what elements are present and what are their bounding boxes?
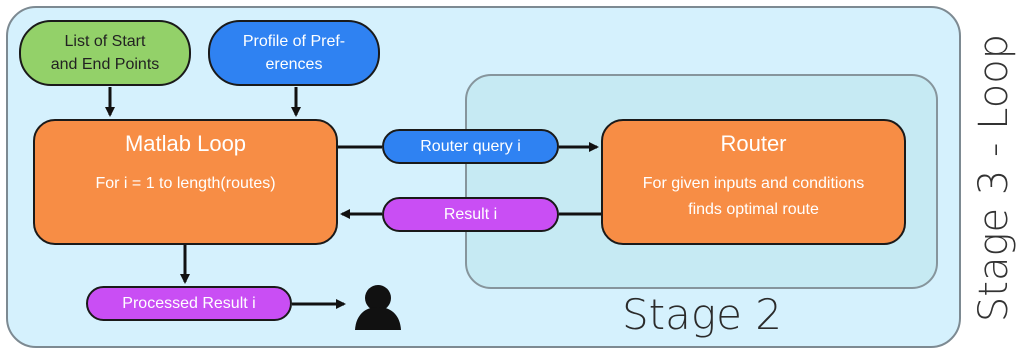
start-end-points-node: List of Start and End Points xyxy=(19,20,191,86)
router-description: For given inputs and conditions finds op… xyxy=(603,171,904,222)
matlab-loop-title: Matlab Loop xyxy=(124,131,247,156)
router-title: Router xyxy=(720,131,787,156)
router-query-message: Router query i xyxy=(382,129,559,164)
preferences-node: Profile of Pref- erences xyxy=(208,20,380,86)
router-node: Router For given inputs and conditions f… xyxy=(601,119,906,245)
result-message: Result i xyxy=(382,197,559,232)
router-desc-line2: finds optimal route xyxy=(688,200,819,218)
router-desc-line1: For given inputs and conditions xyxy=(642,175,865,192)
matlab-loop-node: Matlab Loop For i = 1 to length(routes) xyxy=(33,119,338,245)
start-end-points-line2: and End Points xyxy=(50,56,160,73)
user-icon xyxy=(355,285,401,330)
matlab-loop-subtitle: For i = 1 to length(routes) xyxy=(95,175,276,192)
start-end-points-line1: List of Start xyxy=(64,32,146,50)
preferences-line1: Profile of Pref- xyxy=(242,32,346,50)
processed-result-message: Processed Result i xyxy=(86,286,292,321)
stage2-label: Stage 2 xyxy=(622,290,782,339)
preferences-line2: erences xyxy=(265,56,323,73)
